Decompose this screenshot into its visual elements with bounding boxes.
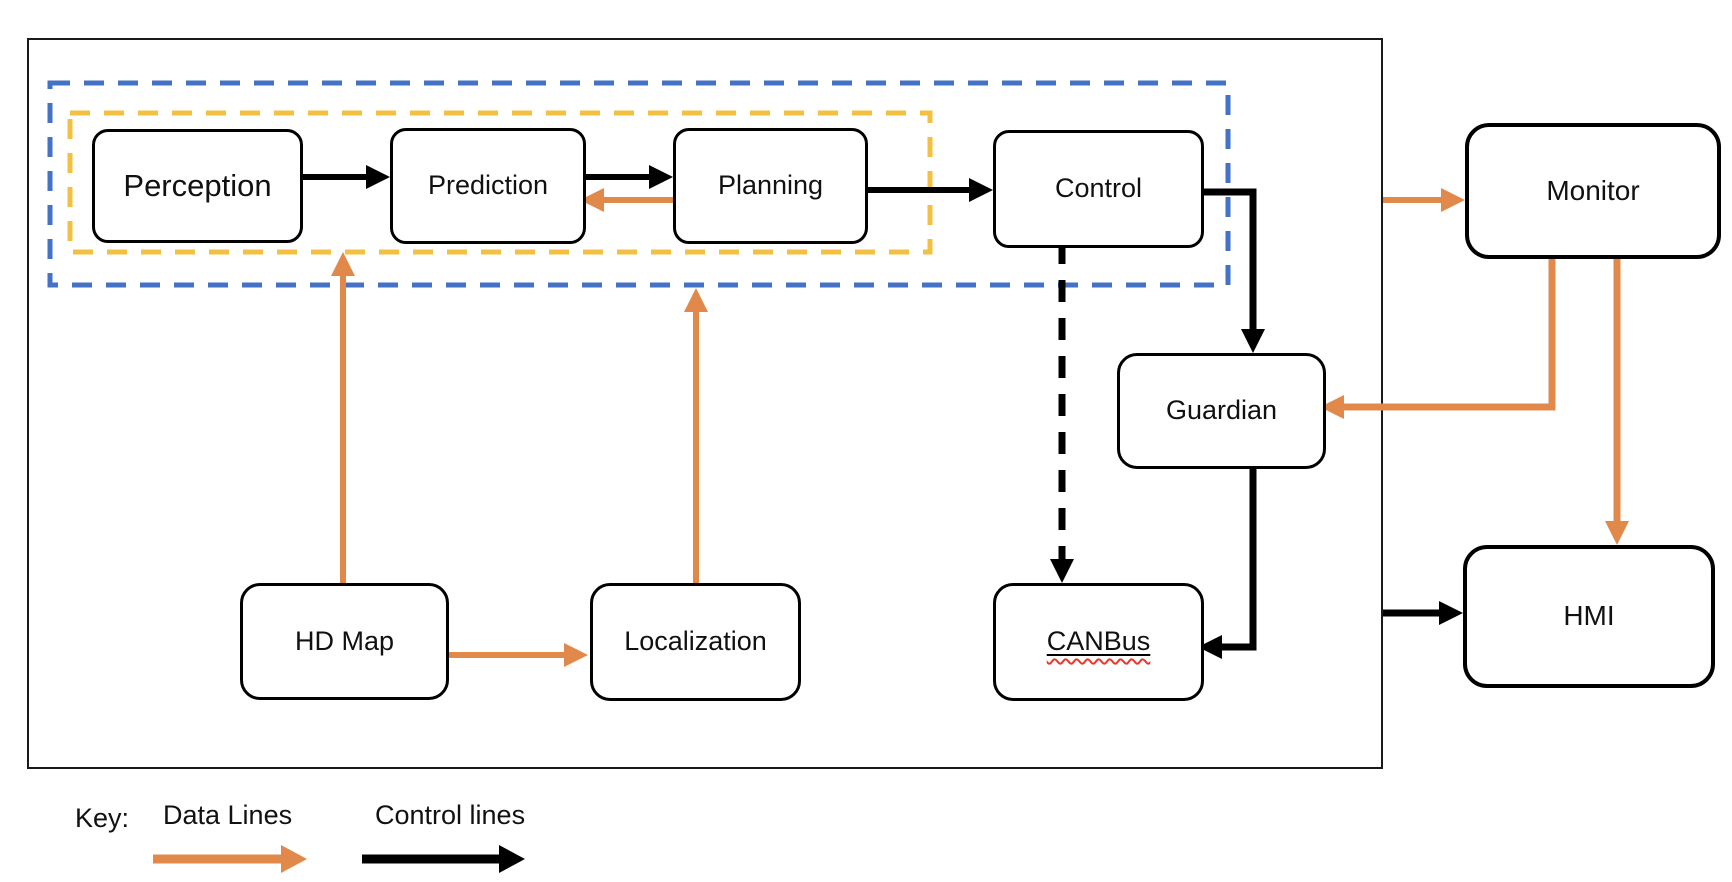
node-hd-map: HD Map	[240, 583, 449, 700]
key-control-line-arrow	[362, 845, 525, 873]
node-monitor: Monitor	[1465, 123, 1721, 259]
node-planning: Planning	[673, 128, 868, 244]
node-hd-map-label: HD Map	[294, 625, 395, 656]
node-perception-label: Perception	[123, 167, 272, 203]
key-data-line-arrow	[153, 845, 307, 873]
node-monitor-label: Monitor	[1546, 174, 1640, 206]
node-planning-label: Planning	[717, 170, 824, 201]
spellcheck-squiggle: CANBus	[1046, 626, 1151, 657]
node-control: Control	[993, 130, 1204, 248]
node-prediction-label: Prediction	[427, 170, 549, 201]
edge-boundary-to-hmi	[1383, 601, 1463, 625]
edge-boundary-to-monitor	[1383, 188, 1465, 212]
node-hmi-label: HMI	[1563, 600, 1615, 632]
edge-monitor-to-hmi	[1605, 252, 1629, 545]
node-canbus-label: CANBus	[1046, 626, 1151, 657]
node-perception: Perception	[92, 129, 303, 243]
node-prediction: Prediction	[390, 128, 586, 244]
node-guardian: Guardian	[1117, 353, 1326, 469]
key-data-lines-label: Data Lines	[163, 800, 293, 830]
node-canbus: CANBus	[993, 583, 1204, 701]
node-control-label: Control	[1054, 173, 1143, 204]
node-hmi: HMI	[1463, 545, 1715, 688]
node-localization-label: Localization	[624, 626, 767, 657]
node-guardian-label: Guardian	[1165, 395, 1278, 426]
key-title: Key:	[75, 803, 130, 833]
key-control-lines-label: Control lines	[375, 800, 526, 830]
node-localization: Localization	[590, 583, 801, 701]
